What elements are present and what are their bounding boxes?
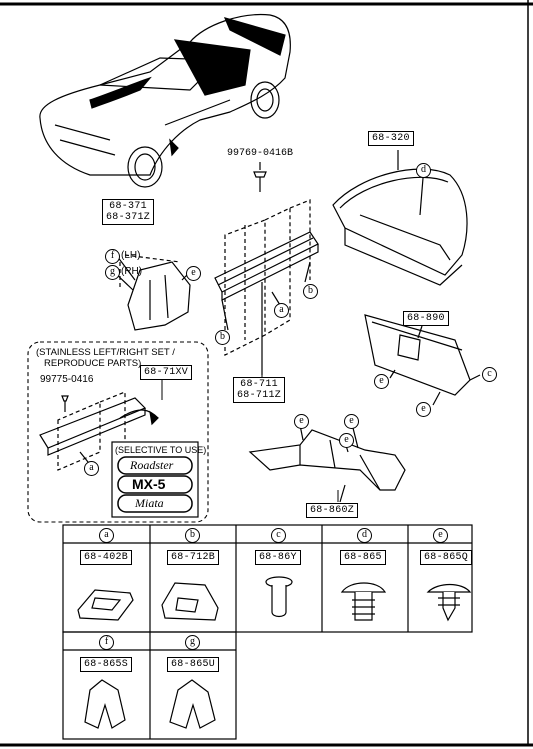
fastener-b-drawing (161, 582, 219, 621)
fastener-c-drawing (265, 576, 293, 618)
table-part-a: 68-402B (80, 550, 133, 565)
part-label-68-890: 68-890 (403, 311, 449, 326)
stainless-sill-plate (39, 391, 159, 471)
table-part-d: 68-865 (340, 550, 386, 565)
callout-e-bracket-1: e (344, 414, 359, 429)
table-letter-b: b (185, 528, 200, 543)
table-letter-g: g (185, 635, 200, 650)
callout-c: c (482, 367, 497, 382)
car-illustration (39, 13, 291, 188)
table-part-g: 68-865U (167, 657, 220, 672)
callout-e-finisher-2: e (416, 402, 431, 417)
table-letter-c: c (271, 528, 286, 543)
frame-bracket (248, 423, 406, 503)
table-letter-e: e (433, 528, 448, 543)
table-letter-a: a (99, 528, 114, 543)
fastener-table-grid (62, 524, 473, 740)
callout-d: d (416, 163, 431, 178)
fastener-a-drawing (77, 589, 134, 621)
callout-e-bracket-2: e (294, 414, 309, 429)
badge-mx5: MX-5 (132, 476, 166, 492)
selective-note: (SELECTIVE TO USE) (115, 445, 207, 455)
part-label-99769-0416B: 99769-0416B (227, 148, 294, 159)
finisher-panel (364, 314, 481, 406)
callout-a-sill: a (274, 303, 289, 318)
callout-g: g (105, 265, 120, 280)
kick-panel-trim (113, 251, 191, 331)
screw-99769 (253, 162, 267, 192)
table-part-b: 68-712B (167, 550, 220, 565)
badge-roadster: Roadster (130, 458, 174, 472)
callout-f: f (105, 249, 120, 264)
fastener-g-drawing (169, 679, 216, 729)
table-letter-d: d (357, 528, 372, 543)
callout-e-finisher-1: e (374, 374, 389, 389)
callout-e-bracket-3: e (339, 433, 354, 448)
set-note-line1: (STAINLESS LEFT/RIGHT SET / (36, 347, 175, 358)
sill-plate-center (214, 199, 319, 375)
callout-a-stainless: a (84, 461, 99, 476)
table-part-e: 68-865Q (420, 550, 473, 565)
fastener-e-drawing (426, 583, 472, 622)
callout-b-sill-right: b (303, 284, 318, 299)
callout-b-sill-left: b (215, 330, 230, 345)
part-label-99775-0416: 99775-0416 (40, 374, 94, 385)
lh-label: (LH) (121, 250, 141, 261)
part-label-68-71XV: 68-71XV (140, 365, 193, 380)
table-part-c: 68-86Y (255, 550, 301, 565)
stainless-set-box (27, 341, 209, 523)
part-label-68-320: 68-320 (368, 131, 414, 146)
badge-miata: Miata (135, 496, 164, 510)
callout-e-kick: e (186, 266, 201, 281)
badge-selection-box (111, 441, 199, 518)
fastener-f-drawing (84, 679, 126, 729)
part-label-68-860Z: 68-860Z (306, 503, 359, 518)
set-note-line2: REPRODUCE PARTS) (44, 358, 142, 369)
fastener-d-drawing (340, 582, 387, 621)
table-letter-f: f (99, 635, 114, 650)
rh-label: (RH) (121, 266, 143, 277)
rear-panel-cover (332, 150, 468, 286)
table-part-f: 68-865S (80, 657, 133, 672)
